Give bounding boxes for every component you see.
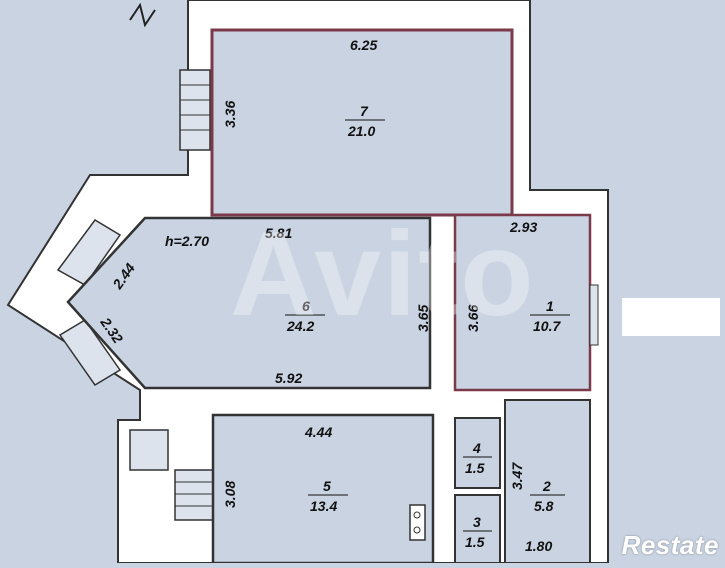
room-1-number: 1 — [546, 298, 554, 314]
break-mark — [129, 2, 156, 28]
room-4-area: 1.5 — [465, 460, 485, 476]
window-right — [589, 284, 599, 346]
room-6-dim-right: 3.65 — [415, 305, 431, 332]
window-bay-lower — [58, 318, 122, 387]
room-7-dim-left: 3.36 — [222, 101, 238, 128]
window-bay-upper — [56, 219, 122, 286]
room-6-number: 6 — [302, 298, 310, 314]
room-3-number: 3 — [473, 514, 481, 530]
room-5-area: 13.4 — [310, 498, 337, 514]
restate-logo: Restate — [621, 530, 719, 560]
room-5-dim-left: 3.08 — [222, 481, 238, 508]
room-2-dim-bottom: 1.80 — [525, 538, 552, 554]
room-3 — [454, 494, 501, 564]
room-6-dim-bottom: 5.92 — [275, 370, 302, 386]
window-top-left — [179, 69, 211, 151]
room-2 — [504, 399, 591, 564]
room-6-dim-top: 5.81 — [265, 225, 292, 241]
room-7-dim-top: 6.25 — [350, 37, 377, 53]
window-bottom-left — [174, 469, 214, 521]
room-3-area: 1.5 — [465, 534, 485, 550]
room-1-dim-top: 2.93 — [509, 219, 537, 235]
stove-icon — [409, 504, 426, 541]
room-7-number: 7 — [360, 103, 369, 119]
room-1-dim-left: 3.66 — [465, 305, 481, 332]
room-2-number: 2 — [542, 478, 551, 494]
room-7 — [210, 28, 514, 217]
room-6-area: 24.2 — [286, 318, 314, 334]
room-4 — [454, 417, 501, 489]
room-5-number: 5 — [323, 478, 331, 494]
redaction-box — [622, 298, 720, 336]
window-bottom-left-2 — [129, 429, 169, 471]
room-4-number: 4 — [472, 440, 481, 456]
room-7-area: 21.0 — [347, 123, 375, 139]
avito-watermark: Avito — [230, 207, 536, 341]
room-6 — [66, 216, 432, 390]
room-2-area: 5.8 — [534, 498, 554, 514]
room-5 — [211, 413, 435, 565]
room-2-dim-left: 3.47 — [509, 462, 525, 490]
ceiling-height: h=2.70 — [165, 233, 209, 249]
room-5-dim-top: 4.44 — [304, 424, 332, 440]
room-1-area: 10.7 — [533, 318, 561, 334]
